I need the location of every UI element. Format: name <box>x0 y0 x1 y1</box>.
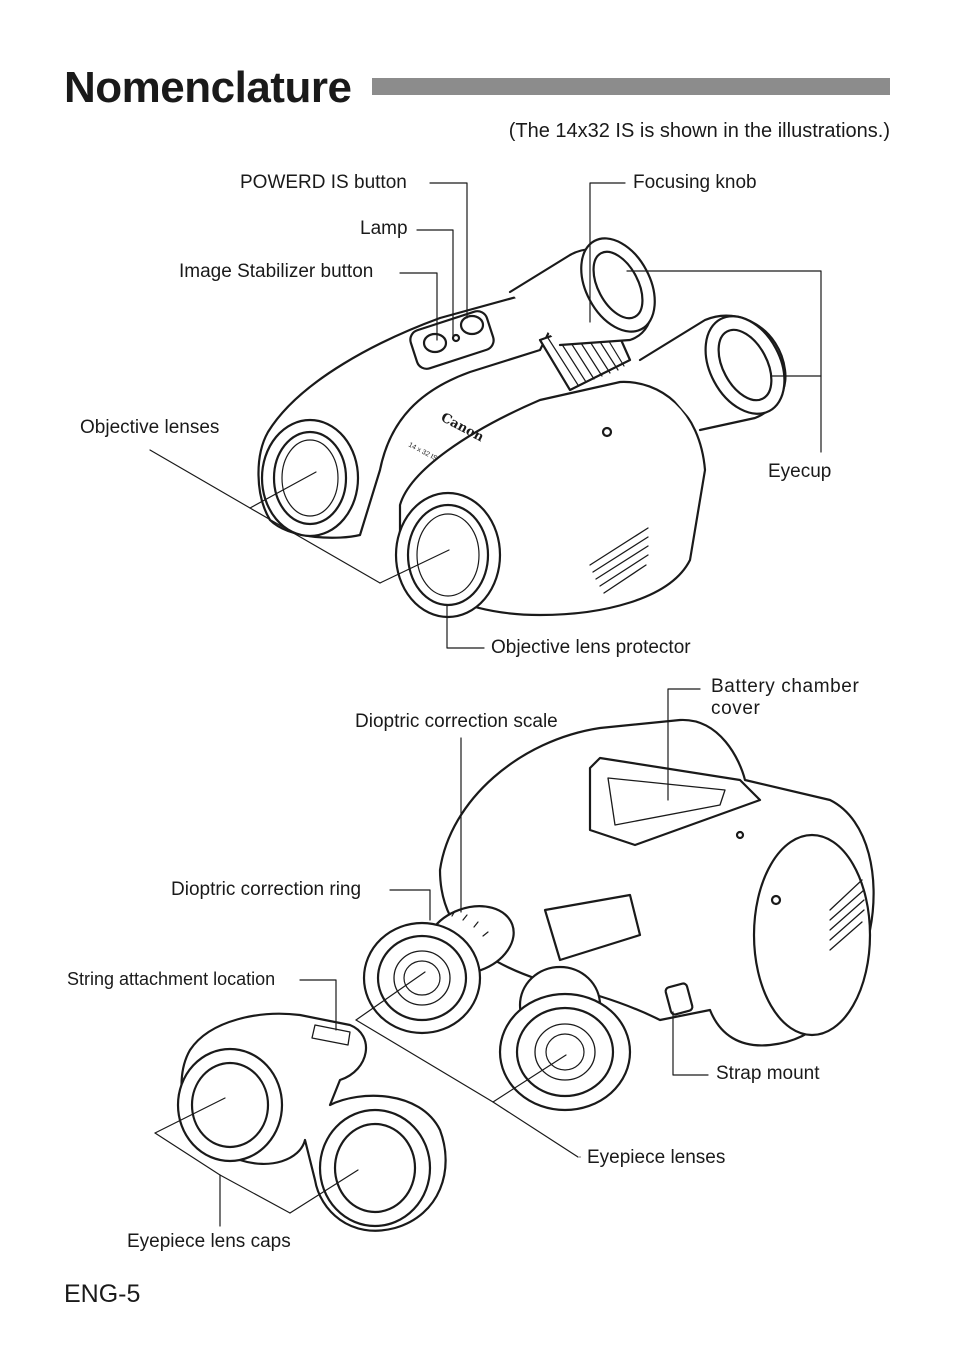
label-battery-chamber-cover-line2: cover <box>711 698 761 719</box>
page-title: Nomenclature <box>64 63 352 112</box>
label-eyepiece-lens-caps: Eyepiece lens caps <box>127 1231 291 1252</box>
label-eyepiece-lenses: Eyepiece lenses <box>587 1147 726 1168</box>
label-strap-mount: Strap mount <box>716 1063 820 1084</box>
page-number: ENG-5 <box>64 1280 141 1308</box>
leader-lines-top <box>149 182 822 649</box>
title-rule <box>372 78 890 95</box>
label-lamp: Lamp <box>360 218 408 239</box>
label-dioptric-correction-ring: Dioptric correction ring <box>171 879 362 900</box>
label-dioptric-correction-scale: Dioptric correction scale <box>355 711 558 732</box>
label-battery-chamber-cover-line1: Battery chamber <box>711 676 860 697</box>
label-image-stabilizer-button: Image Stabilizer button <box>179 261 374 282</box>
leader-lines-bottom <box>154 688 709 1227</box>
binocular-rear-view <box>176 718 875 1232</box>
model-marking: 14 x 32 IS <box>407 442 438 463</box>
label-string-attachment-location: String attachment location <box>67 969 276 989</box>
illustration-note: (The 14x32 IS is shown in the illustrati… <box>508 120 890 142</box>
label-eyecup: Eyecup <box>768 461 832 482</box>
binocular-front-view: Canon 14 x 32 IS <box>257 237 787 619</box>
label-objective-lenses: Objective lenses <box>80 417 220 438</box>
label-powerd-is-button: POWERD IS button <box>240 172 407 193</box>
label-objective-lens-protector: Objective lens protector <box>491 637 691 658</box>
label-focusing-knob: Focusing knob <box>633 172 757 193</box>
